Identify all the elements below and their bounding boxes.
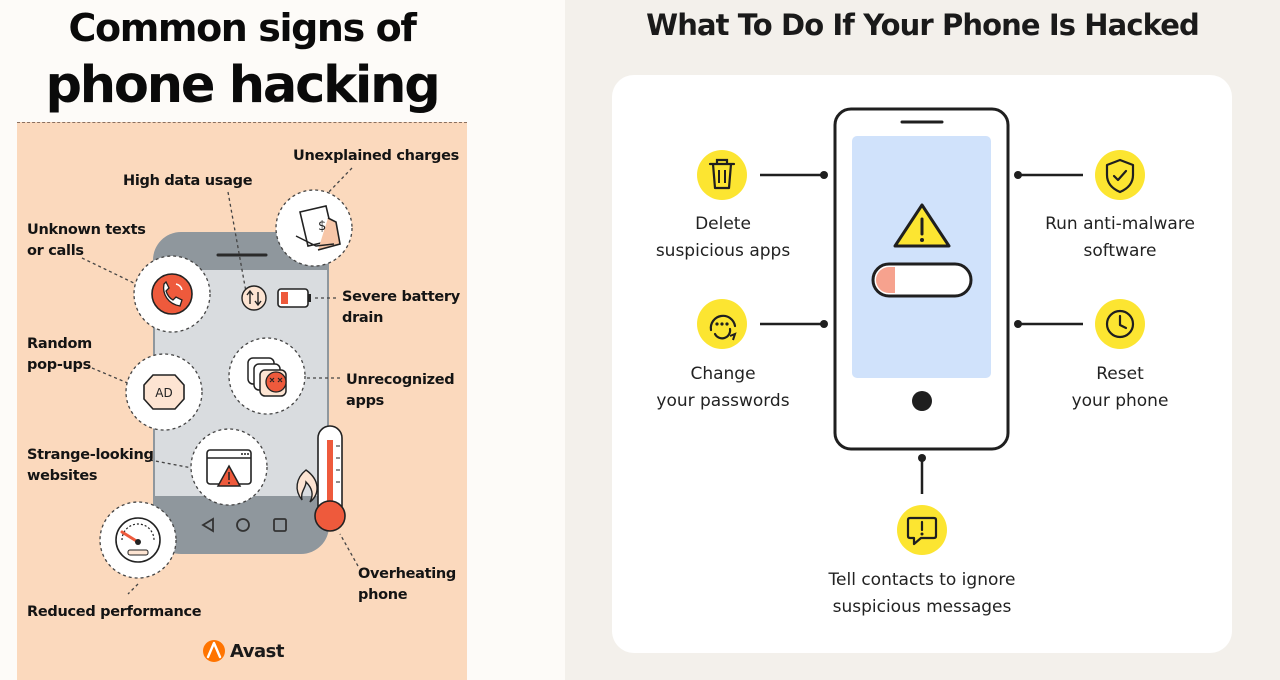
sign-label-high-data-usage: High data usage: [123, 173, 253, 189]
low-battery-icon: [277, 288, 311, 308]
connector-lines: [760, 173, 1083, 494]
ad-popup-icon: AD: [125, 353, 203, 431]
password-icon: [697, 299, 747, 349]
action-label-tell-contacts: Tell contacts to ignore suspicious messa…: [828, 570, 1016, 617]
progress-bar: [871, 262, 973, 298]
sign-label-overheating: Overheating phone: [358, 566, 457, 603]
sign-label-unknown-texts: Unknown texts or calls: [27, 222, 146, 259]
data-arrows-icon: [241, 285, 267, 311]
sign-label-battery-drain: Severe battery drain: [342, 289, 460, 326]
avast-brand: Avast: [202, 638, 285, 664]
svg-text:$: $: [318, 219, 326, 234]
svg-text:AD: AD: [155, 386, 172, 400]
right-infographic: What To Do If Your Phone Is Hacked: [565, 0, 1280, 680]
warning-icon: [893, 203, 951, 248]
shield-check-icon: [1095, 150, 1145, 200]
sign-label-unexplained-charges: Unexplained charges: [293, 148, 459, 164]
warning-browser-icon: [190, 428, 268, 506]
connector-dots: [820, 171, 1022, 462]
message-alert-icon: [897, 505, 947, 555]
right-title: What To Do If Your Phone Is Hacked: [646, 8, 1200, 42]
left-title-line2: phone hacking: [45, 56, 440, 115]
actions-illustration: [697, 107, 1145, 555]
unknown-app-icon: [228, 337, 306, 415]
thermometer-flame-icon: [296, 425, 346, 532]
receipt-dollar-icon: $: [275, 189, 353, 267]
sign-label-unrecognized-apps: Unrecognized apps: [346, 372, 455, 409]
action-label-change-passwords: Change your passwords: [656, 364, 790, 411]
avast-logo-icon: [203, 640, 225, 662]
action-label-antimalware: Run anti-malware software: [1045, 214, 1195, 261]
left-infographic: Common signs of phone hacking: [0, 0, 565, 680]
sign-label-random-popups: Random pop-ups: [27, 336, 92, 373]
left-title-line1: Common signs of: [68, 6, 417, 50]
action-label-delete-apps: Delete suspicious apps: [655, 214, 791, 261]
clock-icon: [1095, 299, 1145, 349]
sign-label-reduced-performance: Reduced performance: [27, 604, 202, 620]
speedometer-icon: [99, 501, 177, 579]
phone-call-icon: [133, 255, 211, 333]
brand-name: Avast: [230, 640, 285, 662]
sign-label-strange-websites: Strange-looking websites: [27, 447, 154, 484]
signs-illustration: $ AD: [81, 167, 359, 662]
trash-icon: [697, 150, 747, 200]
action-label-reset-phone: Reset your phone: [1071, 364, 1169, 411]
